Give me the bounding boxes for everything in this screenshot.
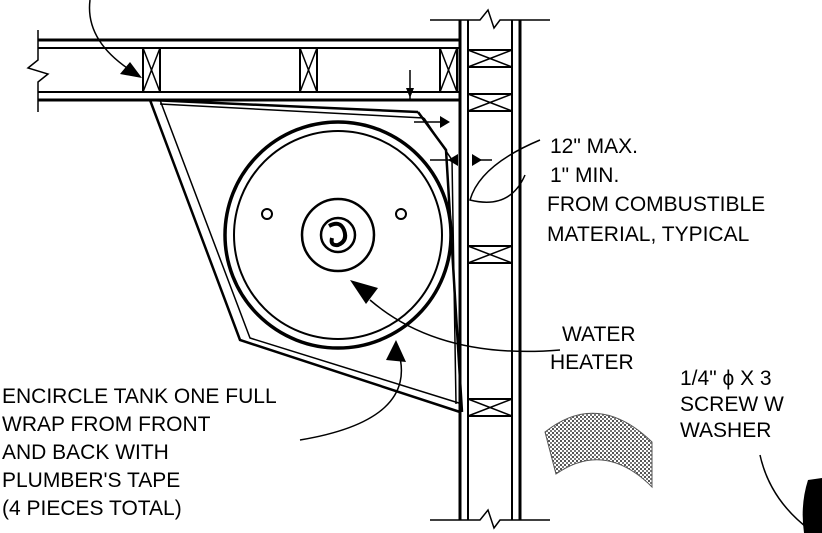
screw-label: 1/4" ϕ X 3 SCREW W WASHER <box>680 367 784 442</box>
clearance-label: 12" MAX. 1" MIN. FROM COMBUSTIBLE MATERI… <box>547 135 765 246</box>
encircle-line-3: AND BACK WITH <box>2 441 169 464</box>
material-typical-text: MATERIAL, TYPICAL <box>547 223 749 246</box>
clearance-max-text: 12" MAX. <box>550 135 638 158</box>
wall-blocking <box>467 49 513 417</box>
arrowhead-icon <box>386 340 406 362</box>
encircle-line-4: PLUMBER'S TAPE <box>2 469 180 492</box>
encircle-label: ENCIRCLE TANK ONE FULL WRAP FROM FRONT A… <box>2 385 277 520</box>
encircle-line-5: (4 PIECES TOTAL) <box>2 497 182 520</box>
leader-arrows <box>88 0 561 441</box>
water-heater-tank <box>223 120 453 350</box>
arrowhead-icon <box>350 280 378 304</box>
water-text: WATER <box>562 323 636 346</box>
wall-framing <box>430 8 550 530</box>
from-combustible-text: FROM COMBUSTIBLE <box>547 193 765 216</box>
break-line-icon <box>26 30 50 112</box>
screw-line-2: SCREW W <box>680 393 784 416</box>
x-bracing-icon <box>142 47 458 93</box>
arrowhead-icon <box>120 62 142 78</box>
plumbers-tape-straps <box>148 98 464 414</box>
heater-text: HEATER <box>550 351 634 374</box>
encircle-line-1: ENCIRCLE TANK ONE FULL <box>2 385 277 408</box>
water-heater-label: WATER HEATER <box>550 323 636 374</box>
ceiling-framing <box>38 38 460 102</box>
dimension-marks <box>406 70 492 166</box>
hatched-fragment <box>544 412 822 533</box>
encircle-line-2: WRAP FROM FRONT <box>2 413 211 436</box>
screw-line-1: 1/4" ϕ X 3 <box>680 367 772 390</box>
clearance-min-text: 1" MIN. <box>550 164 619 187</box>
screw-line-3: WASHER <box>680 419 771 442</box>
